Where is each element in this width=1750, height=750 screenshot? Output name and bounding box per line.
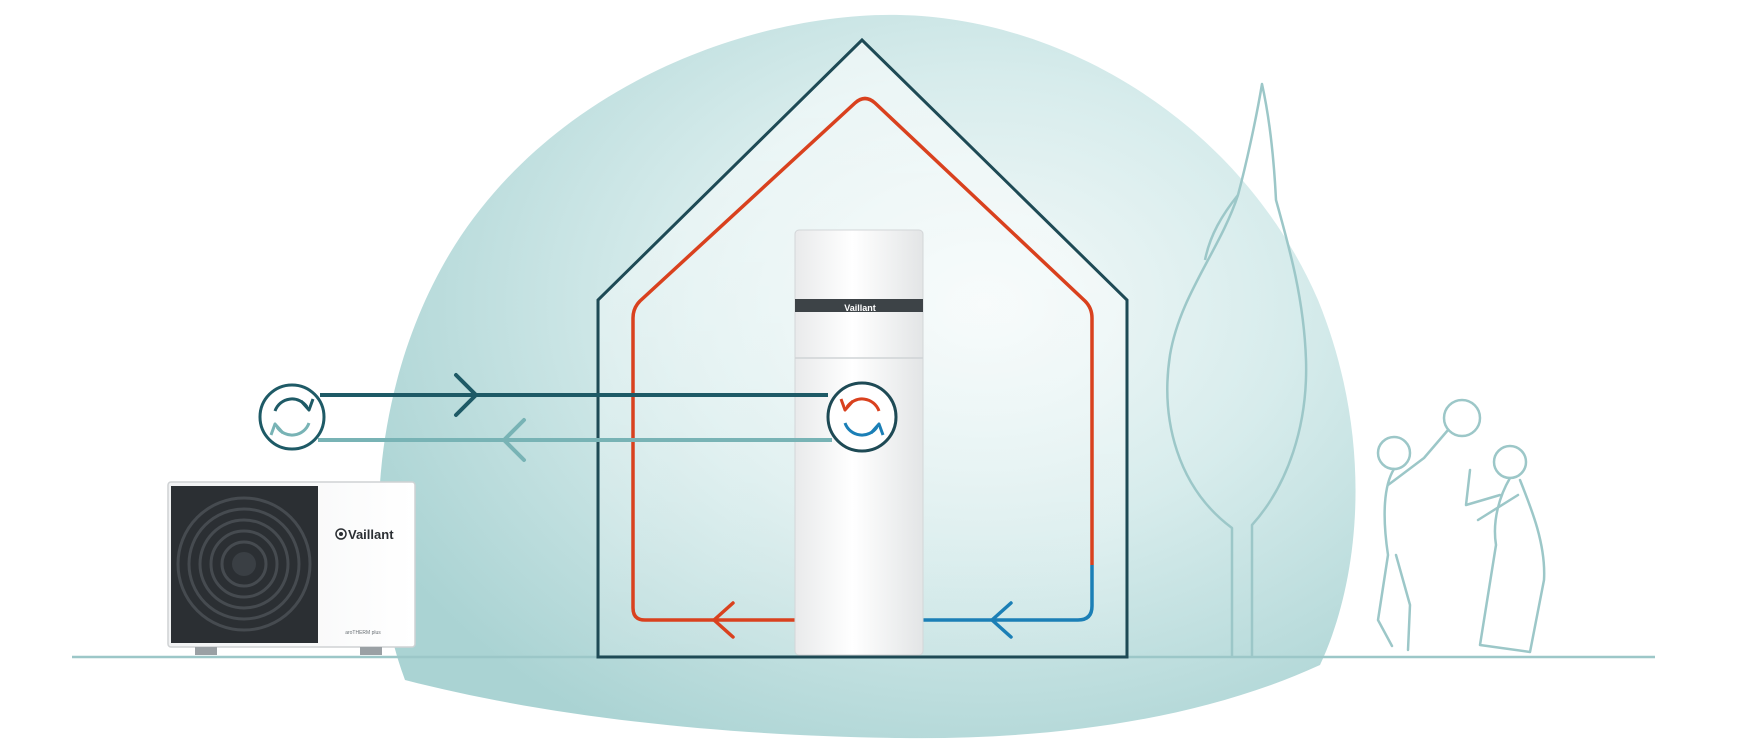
outdoor-unit: Vaillant aroTHERM plus — [167, 481, 416, 655]
fan-grille — [176, 496, 312, 632]
outdoor-unit-brand: Vaillant — [348, 527, 394, 542]
tree-silhouette — [1166, 82, 1308, 657]
indoor-unit-brand: Vaillant — [844, 303, 876, 313]
flow-right-arrow-icon — [454, 373, 478, 417]
flow-left-arrow-icon — [502, 418, 526, 462]
vaillant-logo-icon — [335, 528, 347, 540]
outdoor-unit-model: aroTHERM plus — [345, 630, 381, 636]
cold-flow-arrow-icon — [990, 601, 1013, 639]
house-outline — [596, 37, 1129, 659]
hot-flow-arrow-icon — [712, 601, 735, 639]
indoor-circulation-icon — [826, 381, 898, 453]
children-playing-silhouette — [1376, 398, 1546, 654]
outdoor-circulation-icon — [258, 383, 326, 451]
